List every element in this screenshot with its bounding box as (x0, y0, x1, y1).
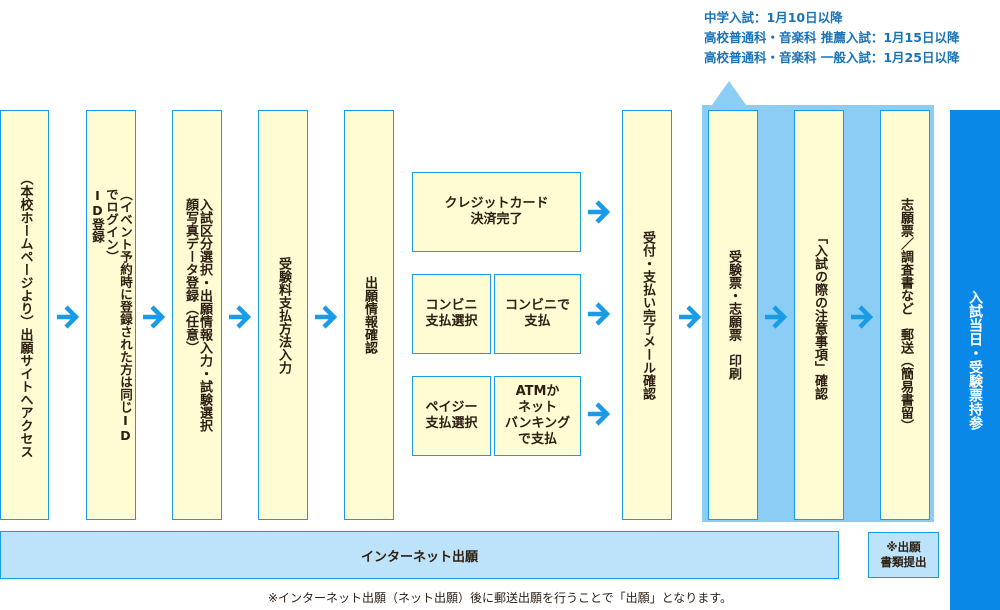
step-access-label: （本校ホームページより）出願サイトへアクセス (17, 172, 33, 458)
payment-convenience-pay: コンビニで 支払 (494, 274, 581, 354)
step-receipt-mail: 受付・支払い完了メール確認 (622, 110, 672, 520)
arrow-right-icon (588, 402, 611, 426)
step-confirm-label: 出願情報確認 (362, 276, 377, 354)
step-id-label: （イベント予約時に登録された方は同じID でログイン） ID登録 (90, 187, 133, 443)
step-access-site: （本校ホームページより）出願サイトへアクセス (0, 110, 49, 520)
internet-application-bar: インターネット出願 (0, 531, 839, 579)
payment-conv-select-label: コンビニ 支払選択 (425, 298, 478, 329)
step-input-label: 入試区分選択・出願情報入力・試験選択 顔写真データ登録（任意） (183, 198, 212, 432)
step-confirm-info: 出願情報確認 (344, 110, 394, 520)
payment-conv-pay-label: コンビニで 支払 (504, 298, 570, 329)
step-input-info: 入試区分選択・出願情報入力・試験選択 顔写真データ登録（任意） (172, 110, 222, 520)
payment-credit-label: クレジットカード 決済完了 (444, 196, 549, 227)
arrow-right-icon (851, 305, 874, 329)
arrow-right-icon (588, 302, 611, 326)
exam-day-bar: 入試当日・受験票持参 (950, 110, 1000, 610)
step-mail-documents: 志願票／調査書など 郵送（簡易書留） (880, 110, 930, 520)
arrow-right-icon (315, 305, 338, 329)
arrow-right-icon (143, 305, 166, 329)
payment-atm-netbank: ATMか ネット バンキング で支払 (494, 376, 581, 456)
payment-payeasy-label: ペイジー 支払選択 (425, 400, 478, 431)
footnote: ※インターネット出願（ネット出願）後に郵送出願を行うことで「出願」となります。 (267, 591, 733, 605)
step-payment-method-label: 受験料支払方法入力 (276, 256, 291, 374)
mail-submission-box: ※出願 書類提出 (868, 532, 939, 578)
step-id-register: （イベント予約時に登録された方は同じID でログイン） ID登録 (86, 110, 136, 520)
payment-payeasy-select: ペイジー 支払選択 (412, 376, 491, 456)
arrow-right-icon (229, 305, 252, 329)
payment-convenience-select: コンビニ 支払選択 (412, 274, 491, 354)
payment-atm-label: ATMか ネット バンキング で支払 (504, 384, 571, 447)
step-payment-method: 受験料支払方法入力 (258, 110, 308, 520)
date-high-recommend: 高校普通科・音楽科 推薦入試：1月15日以降 (704, 30, 960, 45)
exam-day-label: 入試当日・受験票持参 (967, 290, 983, 430)
step-print-ticket: 受験票・志願票 印刷 (708, 110, 758, 520)
arrow-right-icon (765, 305, 788, 329)
date-junior-high: 中学入試：1月10日以降 (704, 10, 843, 25)
date-high-general: 高校普通科・音楽科 一般入試：1月25日以降 (704, 50, 960, 65)
step-notes-label: 「入試の際の注意事項」確認 (812, 230, 827, 400)
step-mail-label: 志願票／調査書など 郵送（簡易書留） (898, 198, 913, 432)
exam-dates: 中学入試：1月10日以降 高校普通科・音楽科 推薦入試：1月15日以降 高校普通… (704, 8, 1000, 68)
payment-credit-card: クレジットカード 決済完了 (412, 172, 581, 252)
arrow-right-icon (57, 305, 80, 329)
arrow-right-icon (679, 305, 702, 329)
arrow-right-icon (588, 200, 611, 224)
step-print-label: 受験票・志願票 印刷 (726, 250, 741, 380)
exam-period-pointer (712, 81, 746, 105)
step-check-notes: 「入試の際の注意事項」確認 (794, 110, 844, 520)
step-receipt-label: 受付・支払い完了メール確認 (640, 230, 655, 400)
